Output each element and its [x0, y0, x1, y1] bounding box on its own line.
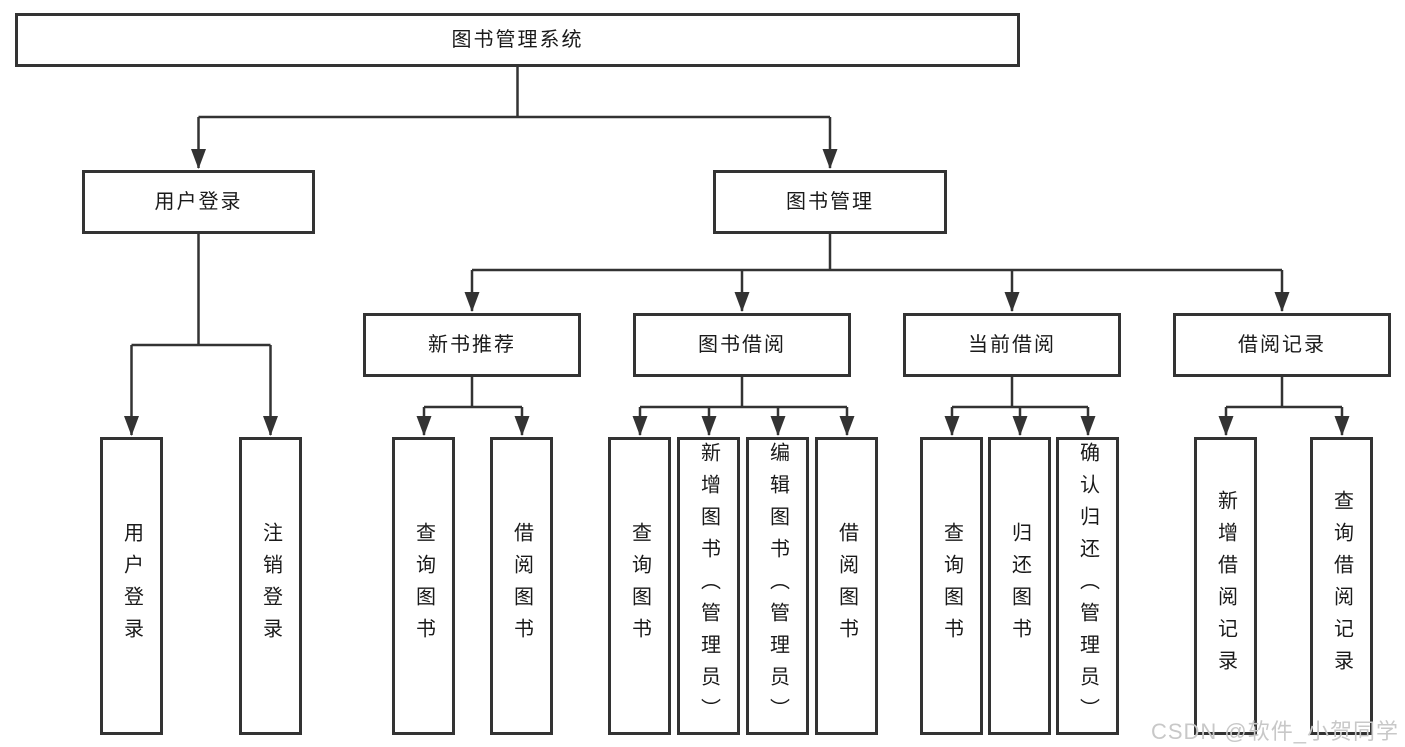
csdn-watermark: CSDN @软件_小贺同学	[1150, 719, 1399, 744]
leaf-newbook-borrow-books: 借阅图书	[490, 437, 553, 735]
leaf-records-add-record: 新增借阅记录	[1194, 437, 1257, 735]
node-user-login: 用户登录	[82, 170, 315, 234]
edges-root	[191, 67, 838, 169]
leaf-borrowing-add-books-admin: 新增图书（管理员）	[677, 437, 740, 735]
node-book-borrowing: 图书借阅	[633, 313, 851, 377]
edges-user-login	[124, 234, 278, 436]
edges-book-borrowing	[632, 377, 855, 436]
leaf-current-query-books: 查询图书	[920, 437, 983, 735]
leaf-borrowing-borrow-books: 借阅图书	[815, 437, 878, 735]
edges-borrowing-records	[1218, 377, 1350, 436]
leaf-current-confirm-return-admin: 确认归还（管理员）	[1056, 437, 1119, 735]
node-borrowing-records: 借阅记录	[1173, 313, 1391, 377]
node-library-management-system: 图书管理系统	[15, 13, 1020, 67]
node-new-book-recommend: 新书推荐	[363, 313, 581, 377]
edges-new-book-recommend	[416, 377, 530, 436]
edges-current-borrowing	[944, 377, 1096, 436]
node-book-management: 图书管理	[713, 170, 947, 234]
leaf-borrowing-edit-books-admin: 编辑图书（管理员）	[746, 437, 809, 735]
node-current-borrowing: 当前借阅	[903, 313, 1121, 377]
leaf-newbook-query-books: 查询图书	[392, 437, 455, 735]
leaf-records-query-record: 查询借阅记录	[1310, 437, 1373, 735]
leaf-current-return-books: 归还图书	[988, 437, 1051, 735]
leaf-borrowing-query-books: 查询图书	[608, 437, 671, 735]
edges-book-management	[464, 234, 1290, 312]
leaf-user-login: 用户登录	[100, 437, 163, 735]
leaf-logout: 注销登录	[239, 437, 302, 735]
